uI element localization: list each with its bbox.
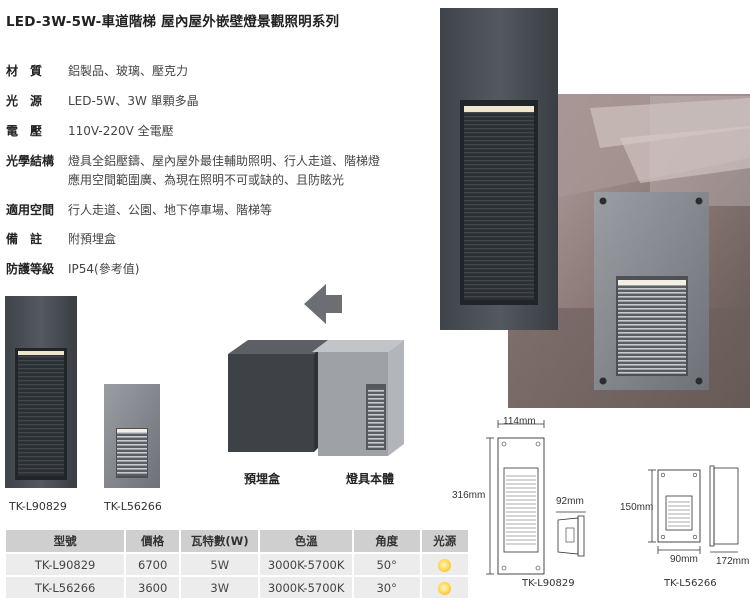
spec-label: 材 質 <box>6 64 43 78</box>
table-header-row: 型號 價格 瓦特數(W) 色溫 角度 光源 <box>6 530 468 552</box>
drawing-caption-1: TK-L90829 <box>522 578 575 589</box>
spec-value: 鋁製品、玻璃、壓克力 <box>68 64 189 78</box>
header-model: 型號 <box>6 530 125 552</box>
header-price: 價格 <box>126 530 180 552</box>
product-photo-svg <box>440 8 750 408</box>
spec-application: 適用空間行人走道、公園、地下停車場、階梯等 <box>6 201 272 220</box>
drawing-caption-2: TK-L56266 <box>664 578 717 589</box>
technical-drawing-1 <box>474 414 614 594</box>
spec-voltage: 電 壓 110V-220V 全電壓 <box>6 122 174 141</box>
spec-light-source: 光 源 LED-5W、3W 單顆多晶 <box>6 92 199 111</box>
dimension-depth-2: 172mm <box>716 556 750 567</box>
led-source-icon <box>438 581 452 595</box>
product-image-tk-l90829 <box>5 296 77 488</box>
spec-label: 備 註 <box>6 232 43 246</box>
model-caption-2: TK-L56266 <box>104 500 162 513</box>
product-photo-main <box>440 8 750 408</box>
header-light-source: 光源 <box>421 530 468 552</box>
header-angle: 角度 <box>353 530 420 552</box>
dimension-height-1: 316mm <box>452 490 486 501</box>
cell-wattage: 3W <box>181 577 259 598</box>
cell-price: 3600 <box>126 577 180 598</box>
product-spec-table: 型號 價格 瓦特數(W) 色溫 角度 光源 TK-L90829 6700 5W … <box>4 528 470 600</box>
spec-remark: 備 註 附預埋盒 <box>6 230 116 249</box>
cell-price: 6700 <box>126 554 180 575</box>
fixture-body-caption: 燈具本體 <box>346 472 395 486</box>
cell-color-temp: 3000K-5700K <box>260 554 352 575</box>
dimension-width-2: 90mm <box>670 554 698 565</box>
spec-value: 燈具全鋁壓鑄、屋內屋外最佳輔助照明、行人走道、階梯燈 <box>68 154 381 168</box>
spec-label: 適用空間 <box>6 203 55 217</box>
cell-angle: 30° <box>353 577 420 598</box>
spec-material: 材 質 鋁製品、玻璃、壓克力 <box>6 62 188 81</box>
spec-value-line2: 應用空間範圍廣、為現在照明不可或缺的、且防眩光 <box>68 173 345 187</box>
model-caption-1: TK-L90829 <box>9 500 67 513</box>
spec-label: 光學結構 <box>6 154 55 168</box>
cell-model: TK-L90829 <box>6 554 125 575</box>
spec-value: 110V-220V 全電壓 <box>68 124 174 138</box>
dimension-width-1: 114mm <box>503 416 536 427</box>
led-source-icon <box>438 558 452 572</box>
spec-value: IP54(參考值) <box>68 262 140 276</box>
spec-label: 電 壓 <box>6 124 43 138</box>
spec-label: 光 源 <box>6 94 43 108</box>
embed-box-caption: 預埋盒 <box>244 472 281 486</box>
cell-model: TK-L56266 <box>6 577 125 598</box>
cell-color-temp: 3000K-5700K <box>260 577 352 598</box>
product-image-tk-l56266 <box>104 384 160 488</box>
header-color-temp: 色溫 <box>260 530 352 552</box>
spec-value: 附預埋盒 <box>68 232 117 246</box>
page-title: LED-3W-5W-車道階梯 屋內屋外嵌壁燈景觀照明系列 <box>6 14 340 30</box>
dimension-height-2: 150mm <box>620 502 654 513</box>
spec-optical-structure: 光學結構燈具全鋁壓鑄、屋內屋外最佳輔助照明、行人走道、階梯燈應用空間範圍廣、為現… <box>6 152 380 190</box>
embed-box-assembly-image <box>228 334 410 462</box>
spec-label: 防護等級 <box>6 262 55 276</box>
table-row: TK-L90829 6700 5W 3000K-5700K 50° <box>6 554 468 575</box>
cell-angle: 50° <box>353 554 420 575</box>
spec-value: 行人走道、公園、地下停車場、階梯等 <box>68 203 273 217</box>
cell-wattage: 5W <box>181 554 259 575</box>
spec-value: LED-5W、3W 單顆多晶 <box>68 94 199 108</box>
technical-drawing-2 <box>620 456 750 574</box>
arrow-left-icon <box>300 280 344 328</box>
spec-protection: 防護等級 IP54(參考值) <box>6 260 139 279</box>
table-row: TK-L56266 3600 3W 3000K-5700K 30° <box>6 577 468 598</box>
header-wattage: 瓦特數(W) <box>181 530 259 552</box>
dimension-depth-1: 92mm <box>556 496 584 507</box>
